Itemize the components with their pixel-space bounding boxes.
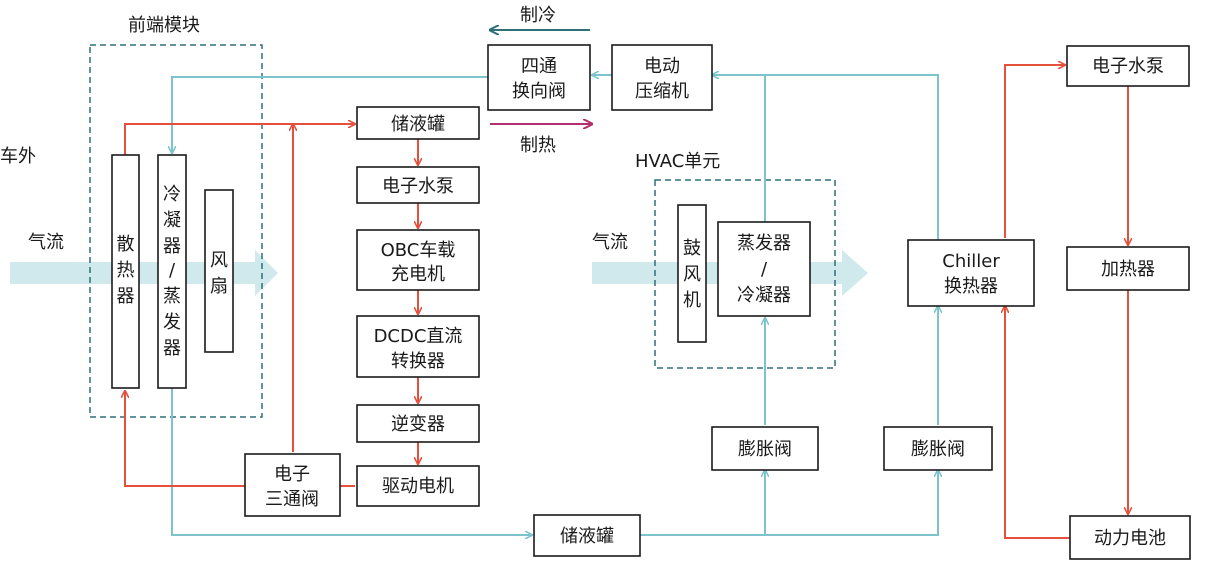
svg-text:充电机: 充电机	[391, 264, 445, 285]
svg-text:换向阀: 换向阀	[512, 81, 566, 102]
hvac-unit-outline	[654, 179, 836, 369]
svg-text:/: /	[761, 259, 768, 280]
hvac-unit-title: HVAC单元	[635, 151, 720, 172]
battery-loop-water-pump: 电子水泵	[1066, 45, 1190, 87]
expansion-valve-hvac: 膨胀阀	[711, 426, 819, 471]
power-battery: 动力电池	[1069, 515, 1191, 560]
svg-text:器: 器	[163, 338, 181, 359]
svg-text:压缩机: 压缩机	[635, 81, 689, 102]
svg-text:风: 风	[683, 264, 701, 285]
svg-text:热: 热	[117, 260, 135, 281]
front-module-title: 前端模块	[128, 15, 200, 36]
svg-text:散: 散	[117, 234, 135, 255]
svg-text:机: 机	[683, 290, 701, 311]
obc-charger: OBC车载 充电机	[356, 229, 480, 291]
radiator: 散 热 器	[111, 154, 140, 389]
front-module-outline	[89, 44, 263, 418]
svg-text:DCDC直流: DCDC直流	[374, 326, 463, 347]
svg-text:动力电池: 动力电池	[1094, 528, 1166, 549]
svg-text:OBC车载: OBC车载	[381, 240, 456, 261]
svg-text:膨胀阀: 膨胀阀	[911, 439, 965, 460]
svg-text:器: 器	[163, 236, 181, 257]
airflow-left-arrow	[10, 250, 278, 296]
svg-text:储液罐: 储液罐	[391, 114, 445, 135]
expansion-valve-chiller: 膨胀阀	[883, 426, 993, 471]
svg-text:鼓: 鼓	[683, 238, 701, 259]
svg-text:电动: 电动	[644, 56, 680, 77]
heating-label: 制热	[520, 135, 556, 156]
condenser-evaporator: 冷 凝 器 / 蒸 发 器	[157, 154, 187, 389]
coolant-lines	[125, 65, 1128, 539]
svg-text:电子水泵: 电子水泵	[382, 176, 454, 197]
four-way-valve: 四通 换向阀	[487, 44, 591, 111]
svg-text:储液罐: 储液罐	[560, 526, 614, 547]
dcdc-converter: DCDC直流 转换器	[356, 315, 480, 378]
bottom-accumulator: 储液罐	[533, 514, 641, 557]
svg-text:扇: 扇	[210, 276, 228, 297]
svg-text:Chiller: Chiller	[942, 251, 1000, 272]
airflow-left-label: 气流	[28, 232, 64, 253]
svg-text:冷凝器: 冷凝器	[737, 285, 791, 306]
blower: 鼓 风 机	[677, 204, 707, 343]
hvac-evaporator-condenser: 蒸发器 / 冷凝器	[717, 221, 811, 317]
svg-text:驱动电机: 驱动电机	[382, 476, 454, 497]
svg-text:风: 风	[210, 250, 228, 271]
svg-text:膨胀阀: 膨胀阀	[738, 439, 792, 460]
svg-text:蒸发器: 蒸发器	[737, 233, 791, 254]
motor-loop-accumulator: 储液罐	[356, 106, 480, 140]
heater: 加热器	[1066, 246, 1190, 291]
refrigerant-lines	[172, 75, 938, 535]
chiller-heat-exchanger: Chiller 换热器	[907, 239, 1035, 307]
svg-text:/: /	[169, 260, 176, 281]
drive-motor: 驱动电机	[356, 465, 480, 507]
electric-compressor: 电动 压缩机	[611, 44, 713, 111]
electronic-three-way-valve: 电子 三通阀	[244, 453, 341, 517]
svg-text:蒸: 蒸	[163, 286, 181, 307]
fan: 风 扇	[204, 189, 234, 353]
svg-text:冷: 冷	[163, 184, 181, 205]
airflow-right-label: 气流	[592, 232, 628, 253]
svg-text:逆变器: 逆变器	[391, 414, 445, 435]
svg-text:凝: 凝	[163, 210, 181, 231]
cooling-label: 制冷	[520, 5, 556, 26]
svg-text:三通阀: 三通阀	[265, 489, 319, 510]
outside-car-label: 车外	[0, 146, 36, 167]
svg-text:四通: 四通	[521, 56, 557, 77]
motor-loop-water-pump: 电子水泵	[356, 166, 480, 204]
inverter: 逆变器	[356, 404, 480, 443]
svg-text:换热器: 换热器	[944, 276, 998, 297]
svg-text:器: 器	[117, 286, 135, 307]
svg-text:电子: 电子	[274, 464, 310, 485]
svg-text:加热器: 加热器	[1101, 259, 1155, 280]
svg-text:发: 发	[163, 312, 181, 333]
svg-text:转换器: 转换器	[391, 351, 445, 372]
svg-text:电子水泵: 电子水泵	[1092, 56, 1164, 77]
